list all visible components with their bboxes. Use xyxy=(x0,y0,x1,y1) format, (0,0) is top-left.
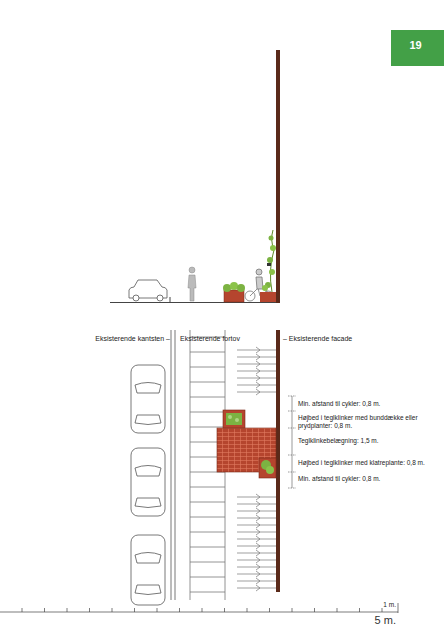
scale-bar xyxy=(0,603,398,613)
dimension-note: Højbed i teglklinker med bunddække eller… xyxy=(298,414,420,430)
raised-bed-climber xyxy=(259,458,276,478)
facade-plan xyxy=(276,330,280,592)
dimension-line xyxy=(288,396,296,488)
facade-elevation xyxy=(276,50,280,303)
dimension-note: Min. afstand til cykler: 0,8 m. xyxy=(298,475,438,483)
car-plan xyxy=(131,365,165,605)
scale-label: 1 m. xyxy=(372,601,396,609)
section-label: – Eksisterende facade xyxy=(283,335,393,343)
dimension-note: Teglklinkebelægning: 1,5 m. xyxy=(298,437,438,445)
brick-paving xyxy=(217,428,276,472)
dimension-note: Min. afstand til cykler: 0,8 m. xyxy=(298,400,438,408)
raised-bed-plants xyxy=(223,410,245,428)
ground-line xyxy=(110,302,280,303)
scale-label: 5 m. xyxy=(352,614,396,627)
curb-plan xyxy=(171,330,175,600)
curb-elevation xyxy=(170,297,171,303)
person-figure xyxy=(188,267,196,301)
section-label: Eksisterende fortov xyxy=(180,335,270,343)
page-number: 19 xyxy=(389,39,442,52)
climbing-plant-elevation xyxy=(260,230,276,302)
section-label: Eksisterende kantsten – xyxy=(40,335,170,343)
planter-elevation xyxy=(223,282,245,302)
dimension-note: Højbed i teglklinker med klatreplante: 0… xyxy=(298,459,440,467)
car-elevation xyxy=(129,280,167,301)
